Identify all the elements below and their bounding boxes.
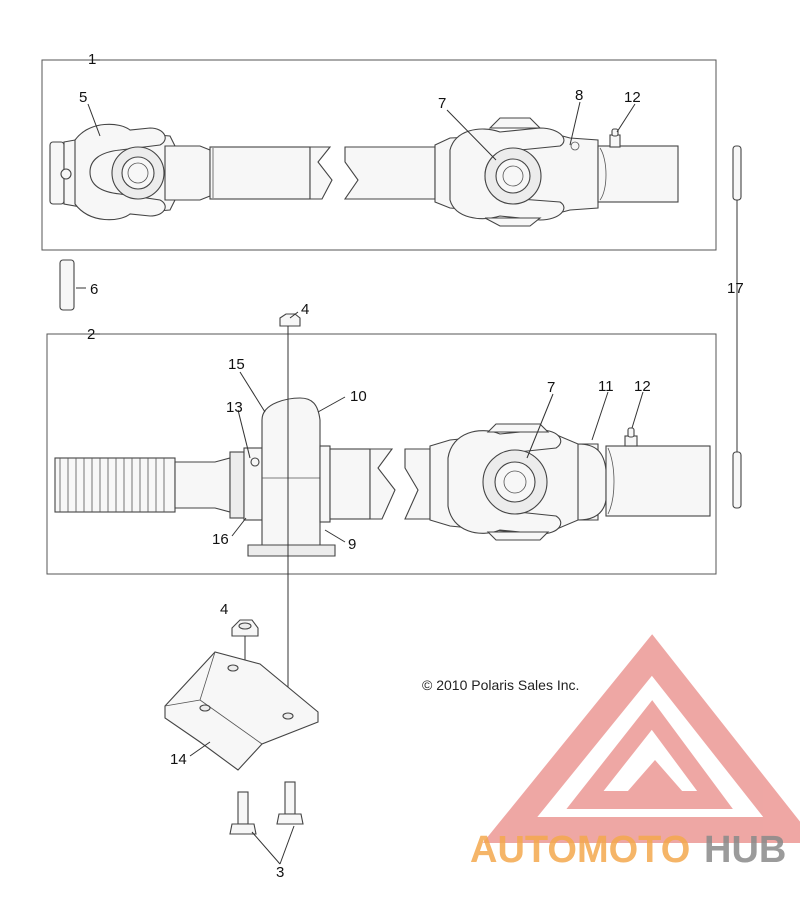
bolts-3: [229, 781, 304, 835]
roll-pin-6: [59, 259, 75, 311]
assembly-box-2: [46, 333, 717, 575]
callout-14: 14: [170, 751, 187, 768]
callout-5: 5: [79, 89, 87, 106]
part-17-rod: [732, 145, 742, 509]
callout-16: 16: [212, 531, 229, 548]
copyright-text: © 2010 Polaris Sales Inc.: [422, 677, 579, 693]
watermark-word-hub: HUB: [704, 829, 786, 871]
callout-9: 9: [348, 536, 356, 553]
callout-17: 17: [727, 280, 744, 297]
upper-driveshaft: [49, 117, 679, 227]
callout-11: 11: [598, 378, 614, 395]
callout-7-upper: 7: [438, 95, 446, 112]
callout-2: 2: [87, 326, 95, 343]
leader-lines: [76, 59, 644, 865]
callout-7-lower: 7: [547, 379, 555, 396]
callout-13: 13: [226, 399, 243, 416]
callout-12-upper: 12: [624, 89, 641, 106]
bracket-14: [164, 651, 319, 771]
callout-6: 6: [90, 281, 98, 298]
callout-15: 15: [228, 356, 245, 373]
callout-3: 3: [276, 864, 284, 881]
assembly-box-1: [41, 59, 717, 251]
callout-12-lower: 12: [634, 378, 651, 395]
watermark-logo: [482, 634, 800, 843]
nut-4-top: [279, 313, 301, 327]
callout-1: 1: [88, 51, 96, 68]
callout-4-top: 4: [301, 301, 309, 318]
callout-4-lower: 4: [220, 601, 228, 618]
watermark-word-automoto: AUTOMOTO: [470, 829, 690, 871]
callout-8: 8: [575, 87, 583, 104]
nut-4-lower: [231, 619, 259, 637]
callout-10: 10: [350, 388, 367, 405]
watermark-text: AUTOMOTO HUB: [470, 829, 786, 871]
lower-driveshaft: [54, 397, 711, 557]
callout-labels: 1 2 3 4 4 5 6 7 7 8 9 10 11 12 12 13 14 …: [79, 51, 744, 881]
